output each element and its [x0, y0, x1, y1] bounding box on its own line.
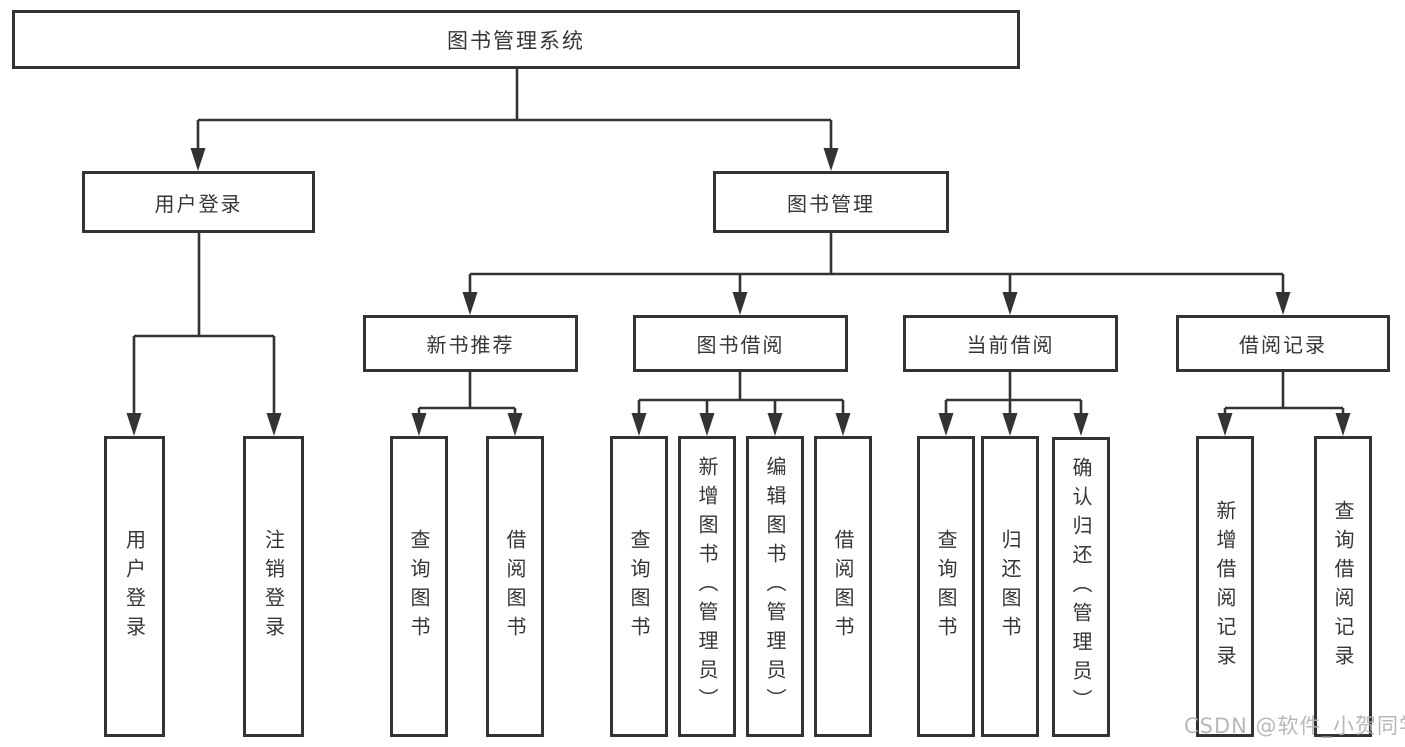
leaf-recommend-borrow-books: 借阅图书 — [486, 436, 544, 737]
node-book-borrowing: 图书借阅 — [633, 315, 848, 372]
leaf-borrowing-add-book-admin: 新增图书（管理员） — [678, 436, 736, 737]
leaf-records-query-borrow-record: 查询借阅记录 — [1314, 436, 1372, 737]
leaf-recommend-query-books: 查询图书 — [390, 436, 448, 737]
node-current-borrowing: 当前借阅 — [903, 315, 1118, 372]
leaf-current-confirm-return-admin: 确认归还（管理员） — [1052, 437, 1110, 737]
leaf-logout: 注销登录 — [243, 436, 304, 737]
node-user-login: 用户登录 — [82, 171, 315, 233]
csdn-watermark: CSDN @软件_小贺同学 — [1184, 714, 1405, 738]
root-box-library-system: 图书管理系统 — [12, 10, 1020, 69]
node-borrow-records: 借阅记录 — [1176, 315, 1390, 372]
node-new-book-recommend: 新书推荐 — [363, 315, 578, 372]
node-book-management: 图书管理 — [713, 171, 949, 233]
leaf-borrowing-borrow-books: 借阅图书 — [814, 436, 872, 737]
leaf-user-login: 用户登录 — [104, 436, 165, 737]
leaf-current-query-books: 查询图书 — [917, 436, 975, 737]
leaf-borrowing-edit-book-admin: 编辑图书（管理员） — [746, 436, 804, 737]
leaf-current-return-books: 归还图书 — [981, 436, 1039, 737]
leaf-borrowing-query-books: 查询图书 — [610, 436, 668, 737]
leaf-records-add-borrow-record: 新增借阅记录 — [1196, 436, 1254, 737]
